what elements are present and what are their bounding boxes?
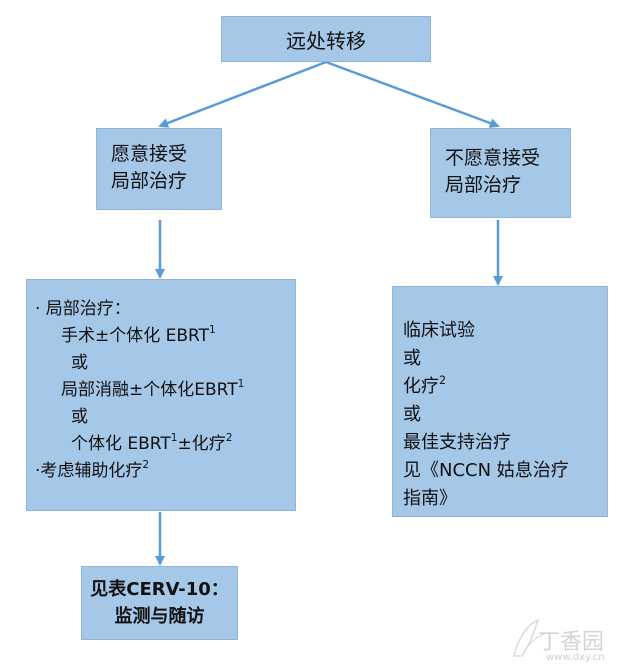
trial-line-7: 指南》 <box>403 488 457 509</box>
watermark-logo-icon <box>513 618 545 657</box>
local-line-2: 手术±个体化 EBRT1 <box>35 323 295 350</box>
local-line-4: 局部消融±个体化EBRT1 <box>35 377 295 404</box>
follow-line-1: 见表CERV-10： <box>90 579 229 600</box>
local-line-7-text: ·考虑辅助化疗 <box>35 461 143 481</box>
arrow-top-to-accept <box>158 60 327 128</box>
follow-line-2: 监测与随访 <box>114 606 205 627</box>
local-line-6-sup-2: 2 <box>225 432 233 445</box>
node-accept-line-1: 愿意接受 <box>111 143 188 165</box>
trial-line-3-text: 化疗 <box>403 376 439 397</box>
local-line-6-text-a: 个体化 EBRT <box>71 434 171 454</box>
local-line-7-sup: 2 <box>142 459 150 472</box>
node-accept-local-therapy: 愿意接受 局部治疗 <box>96 128 222 210</box>
local-line-4-text: 局部消融±个体化EBRT <box>61 380 238 400</box>
trial-line-4: 或 <box>403 404 421 425</box>
trial-line-3-sup: 2 <box>439 373 447 387</box>
local-line-6-text-b: ±化疗 <box>177 434 226 454</box>
local-line-2-text: 手术±个体化 EBRT <box>61 326 210 346</box>
trial-line-5: 最佳支持治疗 <box>403 432 511 453</box>
local-line-1: · 局部治疗： <box>35 299 131 319</box>
node-accept-line-2: 局部治疗 <box>111 170 188 192</box>
node-surveillance-follow-up: 见表CERV-10： 监测与随访 <box>81 566 238 640</box>
node-distant-metastasis-label: 远处转移 <box>286 28 366 53</box>
local-line-2-sup: 1 <box>209 324 216 337</box>
trial-line-3: 化疗2 <box>403 373 607 401</box>
watermark-text: 丁香园 <box>538 630 605 655</box>
local-line-3: 或 <box>71 353 88 373</box>
node-distant-metastasis: 远处转移 <box>221 16 431 62</box>
local-line-7: ·考虑辅助化疗2 <box>35 458 295 485</box>
watermark-url: www.dxy.cn <box>546 652 605 663</box>
trial-line-2: 或 <box>403 348 421 369</box>
local-line-5: 或 <box>71 407 88 427</box>
arrow-top-to-reject <box>325 60 500 128</box>
node-clinical-trial-options: 临床试验 或 化疗2 或 最佳支持治疗 见《NCCN 姑息治疗 指南》 <box>392 286 608 517</box>
trial-line-1: 临床试验 <box>403 320 475 341</box>
trial-line-6: 见《NCCN 姑息治疗 <box>403 460 569 481</box>
local-line-4-sup: 1 <box>237 378 245 391</box>
node-local-therapy-options: · 局部治疗： 手术±个体化 EBRT1 或 局部消融±个体化EBRT1 或 个… <box>26 279 296 511</box>
local-line-6-sup-1: 1 <box>170 432 178 445</box>
node-decline-line-2: 局部治疗 <box>445 174 522 196</box>
local-line-6: 个体化 EBRT1±化疗2 <box>35 431 295 458</box>
node-decline-line-1: 不愿意接受 <box>445 147 541 169</box>
node-decline-local-therapy: 不愿意接受 局部治疗 <box>430 128 571 218</box>
